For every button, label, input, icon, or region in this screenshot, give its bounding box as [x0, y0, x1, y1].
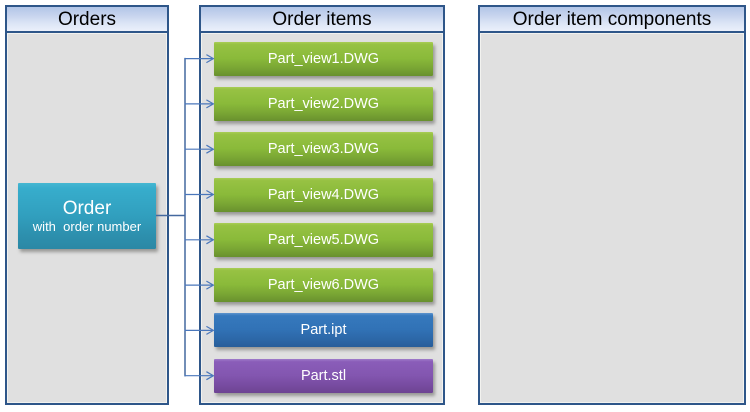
order-item-label: Part_view1.DWG — [267, 50, 380, 67]
panel-order-items-header: Order items — [201, 7, 443, 33]
order-node: Order with order number — [18, 183, 156, 249]
order-item-node: Part_view6.DWG — [214, 268, 433, 303]
panel-orders-header: Orders — [7, 7, 167, 33]
panel-orders: Orders Order with order number — [5, 5, 169, 405]
order-item-label: Part_view4.DWG — [267, 186, 380, 203]
panel-order-items: Order items Part_view1.DWG Part_view2.DWG… — [199, 5, 445, 405]
order-item-label: Part_view5.DWG — [267, 231, 380, 248]
order-item-label: Part_view6.DWG — [267, 277, 380, 294]
order-item-label: Part_view3.DWG — [267, 141, 380, 158]
order-item-node: Part_view5.DWG — [214, 222, 433, 257]
order-item-node: Part_view1.DWG — [214, 41, 433, 76]
order-item-node: Part_view4.DWG — [214, 177, 433, 212]
panel-order-item-components-header: Order item components — [480, 7, 744, 33]
panel-order-item-components-body — [480, 33, 744, 403]
order-item-node: Part.ipt — [214, 313, 433, 348]
order-node-title: Order — [62, 197, 112, 219]
panel-orders-title: Orders — [57, 9, 117, 30]
panel-order-items-title: Order items — [272, 9, 372, 30]
panel-order-items-body: Part_view1.DWG Part_view2.DWG Part_view3.D… — [201, 33, 443, 403]
order-item-label: Part_view2.DWG — [267, 95, 380, 112]
panel-orders-body: Order with order number — [7, 33, 167, 403]
order-item-label: Part.stl — [300, 367, 347, 384]
order-node-subtitle: with order number — [32, 218, 142, 234]
order-item-node: Part.stl — [214, 358, 433, 393]
order-item-node: Part_view2.DWG — [214, 86, 433, 121]
order-item-label: Part.ipt — [300, 322, 347, 339]
panel-order-item-components-title: Order item components — [512, 9, 712, 30]
panel-order-item-components: Order item components — [478, 5, 746, 405]
order-item-node: Part_view3.DWG — [214, 132, 433, 167]
